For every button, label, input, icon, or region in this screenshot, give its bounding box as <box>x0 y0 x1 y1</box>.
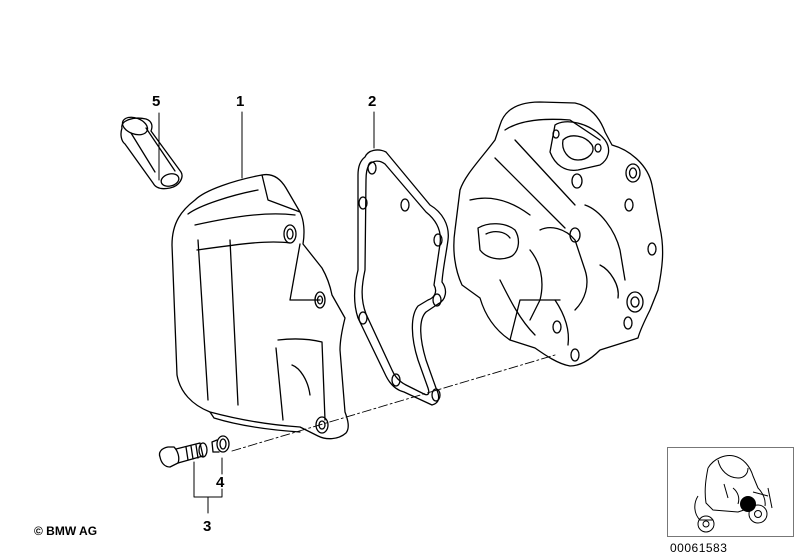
highlight-dot <box>740 496 756 512</box>
gasket <box>353 149 449 406</box>
callout-4: 4 <box>216 474 225 491</box>
callout-5: 5 <box>152 93 160 110</box>
callout-3: 3 <box>203 518 211 535</box>
callout-2: 2 <box>368 93 376 110</box>
scooter-locator-icon <box>694 455 773 533</box>
cylinder-head <box>453 101 664 367</box>
locator-thumbnail <box>667 447 794 537</box>
cylinder-head-cover <box>171 173 349 440</box>
spark-plug-tube <box>120 116 183 190</box>
alignment-line <box>231 354 556 452</box>
diagram-number: 00061583 <box>670 541 728 555</box>
leader-lines <box>158 111 375 514</box>
callout-1: 1 <box>236 93 244 110</box>
sealing-washer <box>211 435 230 453</box>
bolt <box>158 442 208 468</box>
copyright-text: © BMW AG <box>34 524 98 538</box>
